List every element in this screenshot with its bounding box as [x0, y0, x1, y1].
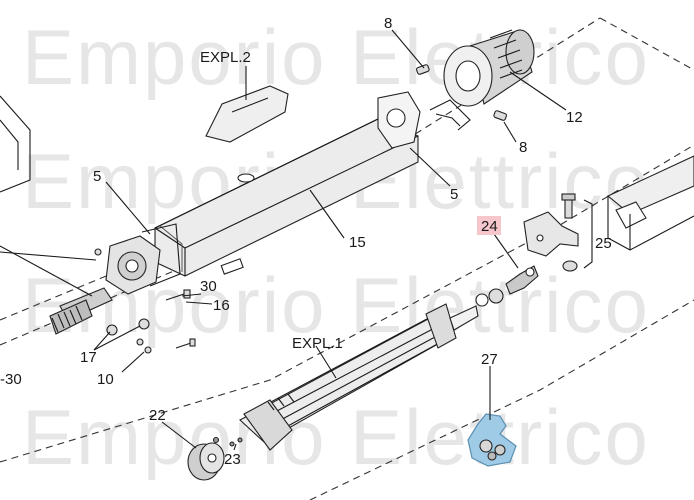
watermark-row-1: Emporio Elettrico [22, 13, 650, 101]
small-hardware [94, 248, 196, 354]
left-box-outline [0, 95, 31, 193]
label-part-25: 25 [595, 235, 612, 252]
bracket-25 [523, 193, 593, 272]
label-part-23: 23 [224, 451, 241, 468]
label-expl1: EXPL.1 [292, 335, 343, 352]
dashed-line-lower [0, 144, 694, 463]
end-cap-22 [187, 436, 243, 481]
label-part-8-top: 8 [384, 15, 392, 32]
label-part-5-right: 5 [450, 186, 458, 203]
dashed-line-top-right [599, 17, 694, 71]
cover-shape [205, 85, 289, 143]
label-part-8-right: 8 [519, 139, 527, 156]
label-part-24-highlight [477, 216, 501, 235]
watermark-row-4: Emporio Elettrico [22, 393, 650, 481]
drive-head [49, 223, 181, 335]
clevis-24 [505, 265, 539, 295]
label-part-10: 10 [97, 371, 114, 388]
label-part-16: 16 [213, 297, 230, 314]
motor-flange [377, 91, 421, 149]
label-part-27: 27 [481, 351, 498, 368]
label-expl2: EXPL.2 [200, 49, 251, 66]
parts-bag-27 [467, 413, 517, 467]
part-labels: EXPL.2 8 12 8 5 5 15 24 25 30 16 17 10 -… [0, 15, 612, 468]
label-part-12: 12 [566, 109, 583, 126]
label-part-17: 17 [80, 349, 97, 366]
label-part-15: 15 [349, 234, 366, 251]
right-profile [606, 155, 694, 251]
label-part-24: 24 [481, 218, 498, 235]
dashed-line-bottom [309, 299, 694, 500]
cover-expl2 [205, 66, 289, 143]
label-part-22: 22 [149, 407, 166, 424]
label-part-5-left: 5 [93, 168, 101, 185]
label-part-30-left: -30 [0, 371, 22, 388]
motor-assembly [416, 29, 535, 131]
label-part-30: 30 [200, 278, 217, 295]
actuator-expl1 [239, 288, 504, 451]
leader-lines [0, 29, 567, 451]
